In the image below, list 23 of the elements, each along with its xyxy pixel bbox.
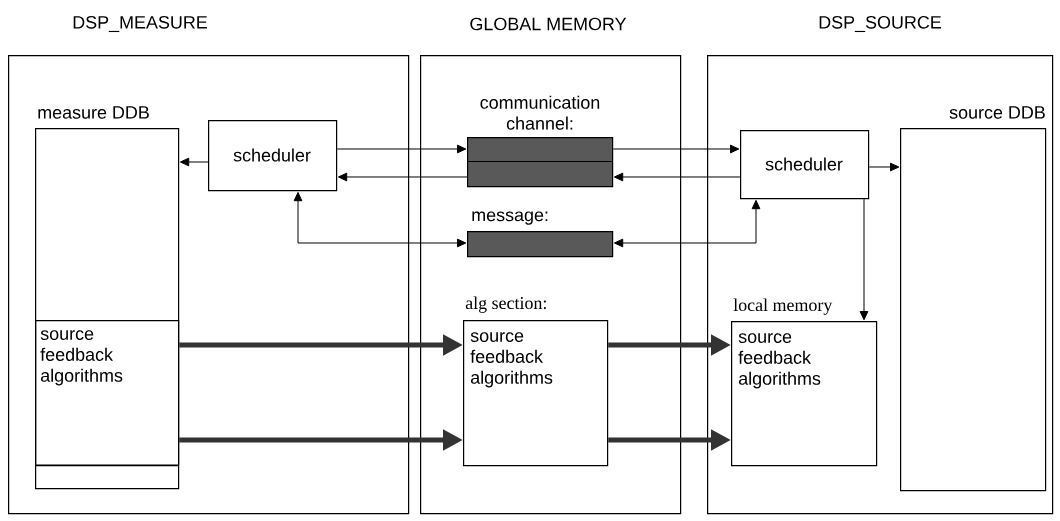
arrow	[293, 191, 467, 248]
box-heading: measure DDB	[38, 106, 149, 119]
box-text: source feedback algorithms	[738, 333, 821, 389]
panel-title: DSP_MEASURE	[73, 15, 207, 33]
box-heading: message:	[472, 211, 548, 225]
box-heading: source DDB	[949, 106, 1045, 119]
box-text: source feedback algorithms	[470, 332, 553, 388]
box-label: scheduler	[765, 157, 843, 171]
arrow	[336, 144, 467, 154]
box-heading: communication channel:	[480, 95, 600, 130]
panel-title: GLOBAL MEMORY	[470, 17, 627, 31]
arrow	[613, 172, 741, 182]
box-label: scheduler	[233, 148, 311, 162]
panel-title: DSP_SOURCE	[819, 15, 941, 33]
section-text: source feedback algorithms	[40, 330, 123, 386]
arrow	[612, 144, 740, 154]
box-heading: local memory	[733, 298, 833, 315]
arrow	[179, 157, 209, 167]
arrow	[613, 199, 761, 248]
box-heading: alg section:	[465, 296, 546, 313]
arrow	[337, 172, 468, 182]
arrow	[859, 198, 869, 321]
arrow	[868, 162, 900, 172]
